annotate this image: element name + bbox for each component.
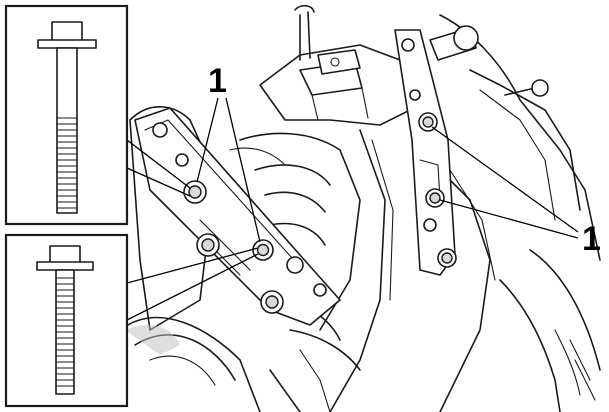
long-bolt-thread [56, 117, 78, 209]
bolt-middle-left [252, 239, 274, 261]
callout-label-right: 1 [582, 220, 601, 258]
bolt-upper-right [418, 112, 438, 132]
short-bolt-icon [36, 245, 94, 395]
callout-label-left: 1 [208, 62, 227, 100]
left-bracket [134, 107, 341, 326]
callout-leaders [196, 97, 579, 243]
bolts [183, 112, 457, 314]
inset-long-bolt [4, 4, 129, 226]
bolt-lower-left [196, 233, 220, 257]
bolt-middle-right [425, 188, 445, 208]
bolt-bottom-right [437, 248, 457, 268]
short-bolt-thread [55, 277, 75, 387]
inset-short-bolt [4, 233, 129, 408]
long-bolt-icon [37, 21, 97, 214]
inset-leaders [126, 139, 259, 321]
bolt-bottom-left [260, 290, 284, 314]
bolt-upper-left [183, 180, 207, 204]
frame-structure [119, 4, 601, 412]
right-bracket [394, 29, 456, 276]
